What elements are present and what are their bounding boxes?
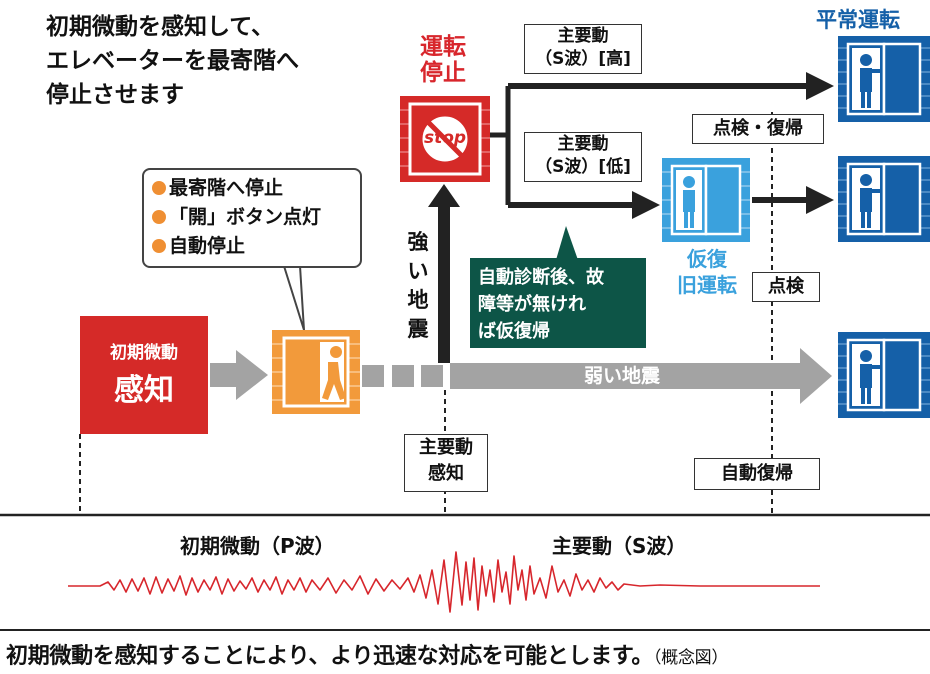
note-pointer [556, 226, 578, 260]
footer-text: 初期微動を感知することにより、より迅速な対応を可能とします。 [6, 644, 654, 669]
callout-item: 自動停止 [152, 232, 352, 261]
bullet-icon [152, 210, 166, 224]
callout-pointer [282, 265, 305, 331]
callout-item: 「開」ボタン点灯 [152, 203, 352, 232]
temp-elevator-icon [662, 158, 750, 242]
main-wave-high-label: 主要動 （S波）[高] [524, 24, 642, 74]
arrow-to-temp [632, 191, 660, 219]
seismic-waveform [68, 551, 820, 613]
weak-quake-label: 弱い地震 [584, 365, 661, 387]
detect-line-2: 感知 [114, 373, 174, 408]
arrow-to-normal-1 [806, 72, 834, 100]
gray-arrow-1 [210, 350, 268, 400]
normal-elevator-icon-1 [836, 34, 930, 124]
stop-title: 運転 停止 [420, 34, 466, 86]
gray-dashes [362, 365, 443, 387]
normal-elevator-icon-3 [836, 330, 930, 420]
intro-line-2: エレベーターを最寄階へ [46, 48, 299, 74]
main-wave-detect-label: 主要動 感知 [404, 434, 488, 492]
callout-box: 最寄階へ停止 「開」ボタン点灯 自動停止 [142, 168, 362, 268]
stop-sign-text: stop [423, 128, 467, 148]
intro-text: 初期微動を感知して、 エレベーターを最寄階へ 停止させます [46, 10, 406, 112]
bullet-icon [152, 239, 166, 253]
strong-arrow-shaft [438, 205, 450, 363]
footer-caption: 初期微動を感知することにより、より迅速な対応を可能とします。（概念図） [6, 638, 728, 670]
orange-elevator-icon [272, 330, 360, 414]
strong-quake-label: 強 い 地 震 [407, 230, 429, 341]
intro-line-3: 停止させます [46, 82, 184, 108]
self-diagnosis-note: 自動診断後、故 障等が無けれ ば仮復帰 [470, 258, 646, 348]
arrow-to-normal-2 [806, 186, 834, 214]
intro-line-1: 初期微動を感知して、 [46, 14, 275, 40]
inspect-label: 点検 [752, 272, 820, 302]
strong-arrow-head [428, 184, 460, 207]
temp-restore-title: 仮復 旧運転 [677, 247, 737, 297]
inspect-restore-label: 点検・復帰 [692, 114, 824, 144]
s-wave-label: 主要動（S波） [552, 534, 687, 558]
normal-operation-title: 平常運転 [816, 8, 900, 32]
dashed-guide-lines [79, 112, 773, 515]
bullet-icon [152, 181, 166, 195]
initial-tremor-detect-box: 初期微動 感知 [80, 316, 208, 434]
detect-line-1: 初期微動 [110, 343, 178, 363]
footer-note: （概念図） [653, 648, 729, 668]
normal-elevator-icon-2 [836, 154, 930, 244]
stop-elevator-icon [400, 96, 490, 182]
weak-quake-arrow [450, 348, 832, 404]
auto-restore-label: 自動復帰 [694, 458, 820, 490]
p-wave-label: 初期微動（P波） [180, 534, 335, 558]
main-wave-low-label: 主要動 （S波）[低] [524, 132, 642, 182]
callout-item: 最寄階へ停止 [152, 174, 352, 203]
